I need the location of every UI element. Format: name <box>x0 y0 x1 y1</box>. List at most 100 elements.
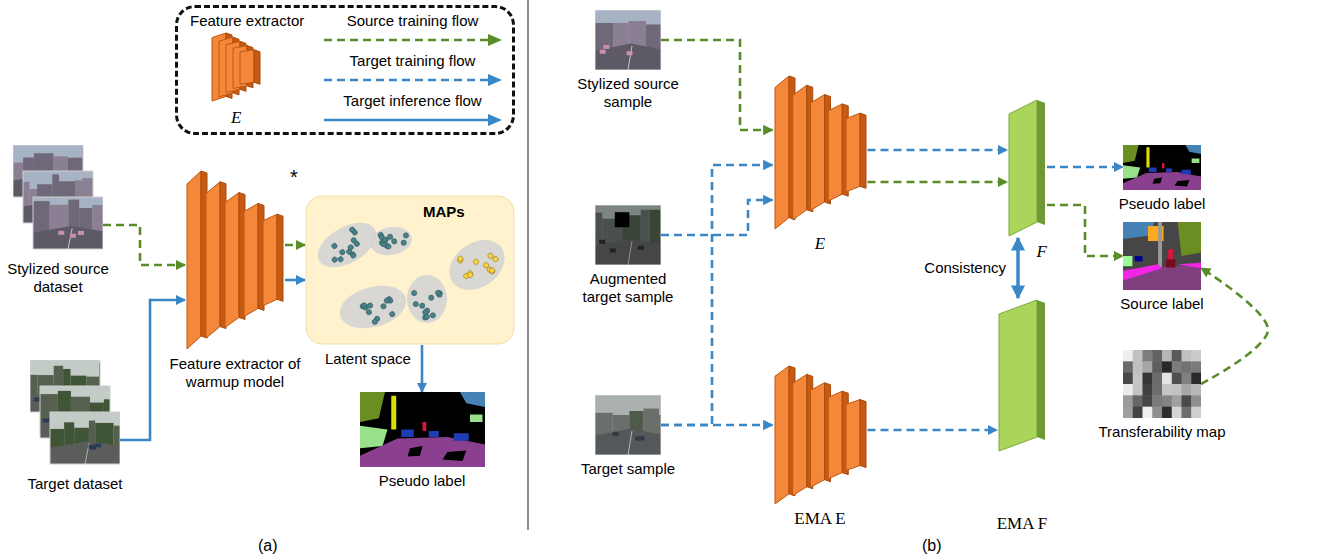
sample-image-picture <box>595 395 661 455</box>
sample-image-drawing-part <box>595 429 661 455</box>
classifier-drawing-part <box>1009 100 1037 236</box>
transferability-map-drawing-part <box>1162 350 1172 362</box>
latent-space-drawing-part-part <box>488 267 495 274</box>
pseudo-label-image-drawing <box>1123 145 1201 190</box>
dataset-stack-drawing-part-part <box>50 412 120 464</box>
sample-image: Augmented target sample <box>573 205 683 306</box>
latent-space-drawing-part-part <box>413 301 418 306</box>
legend-box: Feature extractorSource training flowTar… <box>175 5 515 135</box>
transferability-map-drawing-part <box>1191 407 1201 418</box>
transferability-map-drawing-part <box>1191 373 1201 385</box>
transferability-map-drawing-part <box>1143 361 1153 373</box>
figure-label: E <box>231 108 241 128</box>
label-holder: (b) <box>922 536 942 555</box>
legend-text: Source training flow <box>347 12 479 30</box>
dataset-stack-drawing-part-part <box>92 205 103 233</box>
encoder-drawing-part <box>810 95 824 211</box>
latent-space-drawing-part-part <box>401 240 407 246</box>
label-holder: * <box>290 166 298 189</box>
transferability-map-drawing-part <box>1123 395 1133 407</box>
transferability-map-drawing-part <box>1191 395 1201 407</box>
node-caption: Latent space <box>325 350 411 368</box>
latent-space-drawing-part-part <box>472 258 479 265</box>
legend-text: Target inference flow <box>343 92 481 110</box>
transferability-map-drawing-part <box>1152 361 1162 373</box>
legend-text: Target training flow <box>350 52 476 70</box>
transferability-map-drawing-part <box>1152 395 1162 407</box>
source-label-image-drawing-part <box>1123 264 1162 280</box>
transferability-map-drawing-part <box>1133 407 1143 418</box>
dataset-stack-drawing-part-part <box>95 443 101 447</box>
sample-image-drawing <box>595 395 661 455</box>
legend-extractor-icon-part <box>254 50 260 84</box>
sample-image-picture <box>595 10 661 70</box>
dataset-stack-picture <box>30 360 120 470</box>
transferability-map-drawing-part <box>1133 350 1143 362</box>
latent-space-drawing-part-part <box>391 238 397 244</box>
transferability-map-drawing-part <box>1191 350 1201 362</box>
pseudo-label-image-drawing-part <box>360 437 485 467</box>
pseudo-label-image: Pseudo label <box>1119 145 1206 213</box>
feature-extractor-drawing-part <box>225 193 239 328</box>
dataset-stack-drawing-part-part <box>30 375 38 397</box>
transferability-map-drawing-part <box>1191 384 1201 396</box>
sample-image-drawing-part <box>600 50 606 54</box>
sample-image-drawing-part <box>638 246 644 250</box>
transferability-map-picture <box>1123 350 1201 418</box>
ema-classifier-drawing-part <box>999 300 1037 451</box>
sample-image-drawing-part <box>595 44 661 70</box>
legend-arrow-sample-part <box>324 119 490 122</box>
transferability-map-drawing-part <box>1172 350 1182 362</box>
source-label-image: Source label <box>1120 222 1203 313</box>
sample-image-drawing-part <box>595 239 661 265</box>
transferability-map-drawing-part <box>1172 395 1182 407</box>
legend-arrow-sample-part <box>488 34 502 46</box>
edge-label: Consistency <box>922 259 1008 277</box>
sample-image-drawing-part <box>610 248 616 252</box>
latent-space-drawing-part-part <box>382 237 388 243</box>
transferability-map-drawing-part <box>1182 373 1192 385</box>
latent-space-drawing <box>305 195 515 345</box>
pseudo-label-image-picture <box>1123 145 1201 190</box>
latent-space-drawing-part-part <box>339 249 346 256</box>
dataset-stack-drawing-part-part <box>50 441 120 464</box>
transferability-map-drawing <box>1123 350 1201 418</box>
node-caption: Transferability map <box>1099 423 1226 441</box>
flow-arrow <box>1047 205 1123 256</box>
latent-space-drawing-part-part <box>435 290 440 295</box>
sample-image-picture <box>595 205 661 265</box>
transferability-map-drawing-part <box>1162 373 1172 385</box>
panel-divider <box>527 0 529 530</box>
transferability-map-drawing-part <box>1143 350 1153 362</box>
latent-space: MAPsLatent space <box>305 195 515 368</box>
node-caption: EMA F <box>997 515 1048 533</box>
encoder-drawing-part <box>775 76 789 229</box>
latent-space-drawing-part-part <box>372 319 378 325</box>
source-label-image-drawing-part <box>1178 263 1201 268</box>
transferability-map-drawing-part <box>1182 361 1192 373</box>
source-label-image-drawing-part <box>1178 222 1201 256</box>
legend-arrow-sample-part <box>488 114 502 126</box>
latent-space-drawing-part <box>407 275 447 323</box>
ema-encoder-drawing-part <box>860 400 866 468</box>
ema-encoder-drawing-part <box>828 391 842 479</box>
transferability-map-drawing-part <box>1143 373 1153 385</box>
dataset-stack-drawing-part-part <box>33 197 103 249</box>
latent-space-drawing-part-part <box>335 279 411 335</box>
dataset-stack-drawing-part-part <box>114 426 120 449</box>
sample-image-drawing-part <box>599 240 605 244</box>
latent-space-drawing-part <box>368 224 414 259</box>
sample-image-drawing-part <box>595 395 661 455</box>
ema-classifier-drawing-part <box>1037 300 1045 440</box>
label-holder: E <box>231 108 241 128</box>
sample-image-drawing-part <box>627 51 633 55</box>
latent-space-drawing-part-part <box>337 256 344 263</box>
pseudo-label-image-drawing-part <box>1166 168 1172 172</box>
legend-extractor-icon <box>210 32 262 102</box>
latent-space-drawing-part-part <box>361 302 367 308</box>
encoder-drawing <box>773 75 868 230</box>
sample-image-drawing-part <box>613 432 619 436</box>
source-label-image-drawing-part <box>1135 256 1143 261</box>
node-caption: Source label <box>1120 295 1203 313</box>
